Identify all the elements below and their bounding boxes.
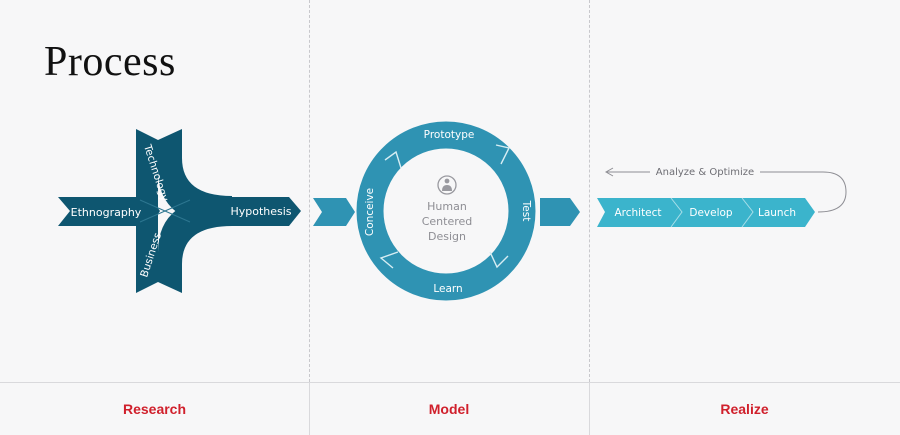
- learn-label: Learn: [433, 283, 462, 295]
- model-input-arrow: [313, 198, 355, 226]
- realize-diagram: Architect Develop Launch Analyze & Optim…: [597, 167, 847, 228]
- model-output-arrow: [540, 198, 580, 226]
- column-divider-1: [309, 0, 310, 382]
- model-diagram: Prototype Learn Conceive Test Human Cent…: [313, 121, 580, 301]
- center-line-2: Centered: [422, 215, 473, 228]
- ring-segment-separators: [379, 144, 511, 269]
- architect-label: Architect: [614, 207, 661, 219]
- ethnography-label: Ethnography: [71, 206, 142, 219]
- research-diagram: Ethnography Hypothesis Technology Busine…: [58, 129, 301, 293]
- phase-footer: Research Model Realize: [0, 382, 900, 435]
- loop-arrowhead-icon: [604, 167, 614, 177]
- ethnography-arrow: [58, 197, 160, 226]
- footer-model: Model: [428, 401, 470, 417]
- column-divider-2: [589, 0, 590, 382]
- test-label: Test: [520, 200, 532, 222]
- design-cycle-ring: [356, 121, 536, 301]
- feedback-loop-line: [760, 171, 847, 213]
- prototype-label: Prototype: [424, 129, 475, 141]
- develop-arrow: [671, 198, 753, 227]
- center-line-1: Human: [427, 200, 467, 213]
- footer-research: Research: [122, 401, 187, 417]
- launch-arrow: [742, 198, 815, 227]
- develop-label: Develop: [689, 207, 733, 219]
- center-line-3: Design: [428, 230, 466, 243]
- hypothesis-arrow: [200, 197, 301, 226]
- page-title: Process: [44, 39, 176, 85]
- conceive-label: Conceive: [364, 188, 376, 236]
- process-diagram: Ethnography Hypothesis Technology Busine…: [58, 121, 847, 301]
- launch-label: Launch: [758, 207, 796, 219]
- architect-arrow: [597, 198, 682, 227]
- footer-realize: Realize: [720, 401, 769, 417]
- hypothesis-label: Hypothesis: [230, 205, 291, 218]
- analyze-optimize-label: Analyze & Optimize: [656, 167, 754, 178]
- person-icon: [437, 175, 457, 195]
